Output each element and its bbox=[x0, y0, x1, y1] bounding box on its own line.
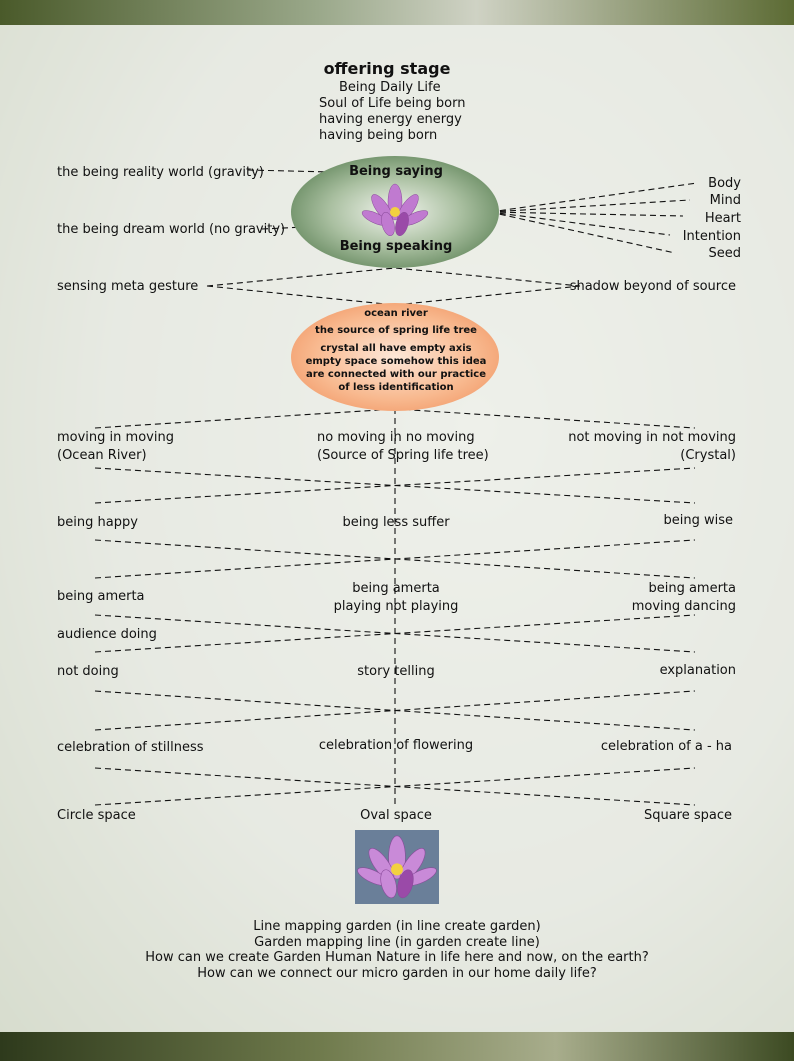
header-line: Being Daily Life bbox=[339, 80, 441, 95]
row1-right-sub: (Crystal) bbox=[680, 448, 736, 463]
row3-mid: being amerta bbox=[352, 581, 440, 596]
footer-line: Garden mapping line (in garden create li… bbox=[254, 935, 540, 950]
sensing-label: sensing meta gesture bbox=[57, 279, 199, 294]
footer-line: How can we create Garden Human Nature in… bbox=[145, 950, 649, 965]
row5-mid: story telling bbox=[357, 664, 435, 679]
row1-mid-sub: (Source of Spring life tree) bbox=[317, 448, 489, 463]
footer-line: Line mapping garden (in line create gard… bbox=[253, 919, 541, 934]
seed-label: Seed bbox=[708, 246, 742, 261]
row1-mid: no moving in no moving bbox=[317, 430, 475, 445]
row3-left: being amerta bbox=[57, 589, 145, 604]
heart-label: Heart bbox=[704, 211, 741, 226]
header-line: having energy energy bbox=[319, 112, 462, 127]
row2-mid: being less suffer bbox=[342, 515, 450, 530]
header-line: having being born bbox=[319, 128, 438, 143]
background-photo-top bbox=[0, 0, 794, 25]
being-saying-label: Being saying bbox=[349, 164, 443, 179]
lotus-photo bbox=[355, 830, 439, 904]
row7-right: Square space bbox=[643, 808, 732, 823]
row6-left: celebration of stillness bbox=[57, 740, 204, 755]
oval-line: ocean river bbox=[364, 308, 428, 319]
mind-label: Mind bbox=[709, 193, 741, 208]
row5-right: explanation bbox=[659, 663, 736, 678]
footer-line: How can we connect our micro garden in o… bbox=[197, 966, 597, 981]
background-photo-bottom bbox=[0, 1032, 794, 1061]
lotus-icon bbox=[361, 183, 429, 236]
row3-right: being amerta bbox=[648, 581, 736, 596]
oval-line: of less identification bbox=[338, 382, 454, 393]
row7-left: Circle space bbox=[57, 808, 136, 823]
orange-oval bbox=[291, 303, 499, 411]
row2-right: being wise bbox=[663, 513, 733, 528]
header-line: Soul of Life being born bbox=[319, 96, 466, 111]
row5-left: not doing bbox=[57, 664, 119, 679]
row4-left: audience doing bbox=[57, 627, 157, 642]
row6-right: celebration of a - ha bbox=[600, 739, 732, 754]
page-title: offering stage bbox=[323, 59, 451, 78]
intention-label: Intention bbox=[682, 229, 741, 244]
row1-left-sub: (Ocean River) bbox=[57, 448, 147, 463]
oval-line: empty space somehow this idea bbox=[305, 356, 487, 367]
row3-right-sub: moving dancing bbox=[631, 599, 736, 614]
row1-left: moving in moving bbox=[57, 430, 174, 445]
shadow-label: shadow beyond of source bbox=[569, 279, 736, 294]
lotus-icon bbox=[357, 835, 437, 899]
row6-mid: celebration of flowering bbox=[318, 738, 474, 753]
reality-world-label: the being reality world (gravity) bbox=[57, 165, 264, 180]
row3-mid-sub: playing not playing bbox=[333, 599, 459, 614]
oval-line: are connected with our practice bbox=[305, 369, 487, 380]
oval-line: the source of spring life tree bbox=[315, 325, 477, 336]
body-label: Body bbox=[708, 176, 741, 191]
being-speaking-label: Being speaking bbox=[339, 239, 453, 254]
row2-left: being happy bbox=[57, 515, 138, 530]
dream-world-label: the being dream world (no gravity) bbox=[57, 222, 286, 237]
oval-line: crystal all have empty axis bbox=[320, 343, 472, 354]
row1-right: not moving in not moving bbox=[568, 430, 736, 445]
row7-mid: Oval space bbox=[360, 808, 432, 823]
